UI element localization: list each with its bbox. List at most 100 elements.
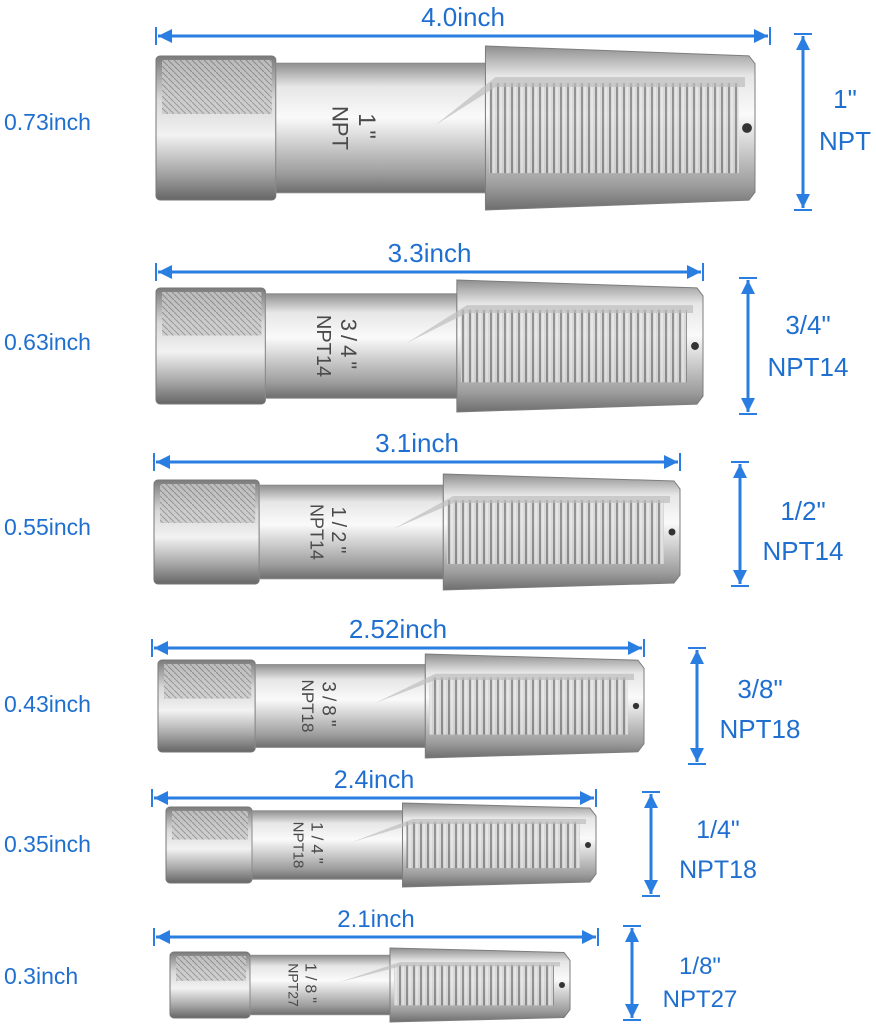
size-arrow-head-bottom <box>733 570 747 584</box>
length-arrow-head-left <box>154 791 168 805</box>
engraving: 1"NPT <box>327 106 379 150</box>
tap-body: 1"NPT <box>155 45 756 211</box>
length-arrow-head-left <box>158 29 172 43</box>
length-arrow-head-left <box>156 930 170 944</box>
flute <box>406 305 693 343</box>
tap-body: 1/4"NPT18 <box>165 802 597 888</box>
engraving: 1/2"NPT14 <box>306 504 349 560</box>
length-label: 4.0inch <box>421 2 505 32</box>
length-arrow-head-right <box>754 29 768 43</box>
size-label: 1/2" <box>780 496 825 526</box>
center-hole <box>691 342 699 350</box>
engraving-thread: NPT18 <box>289 822 306 869</box>
thread-label: NPT18 <box>720 714 801 744</box>
engraving-thread: NPT14 <box>306 504 326 560</box>
thread-grooves <box>429 677 628 735</box>
thread-label: NPT <box>819 126 871 156</box>
engraving-thread: NPT18 <box>298 680 317 733</box>
center-hole <box>632 702 640 710</box>
size-label: 1/4" <box>696 816 740 844</box>
engraving-thread: NPT27 <box>286 963 302 1007</box>
thread-label: NPT14 <box>763 536 844 566</box>
size-label: 1" <box>833 84 857 114</box>
size-arrow-head-top <box>625 928 639 942</box>
engraving: 1/4"NPT18 <box>289 822 326 869</box>
size-arrow-head-bottom <box>690 748 704 762</box>
tap-body: 3/8"NPT18 <box>157 653 645 759</box>
length-label: 2.4inch <box>334 766 415 794</box>
flute <box>435 77 745 125</box>
thread-label: NPT18 <box>679 856 757 884</box>
length-arrow-head-right <box>687 265 701 279</box>
shank <box>251 810 403 880</box>
length-arrow-head-left <box>156 455 170 469</box>
size-label: 3/4" <box>785 310 830 340</box>
diameter-label: 0.43inch <box>4 691 91 717</box>
length-arrow-head-right <box>664 455 678 469</box>
engraving-thread: NPT14 <box>312 315 334 377</box>
size-arrow-head-bottom <box>741 398 755 412</box>
flute <box>393 496 670 529</box>
length-label: 3.3inch <box>388 238 472 268</box>
engraving-size: 3/4" <box>336 319 361 373</box>
tap-body: 1/8"NPT27 <box>169 947 571 1023</box>
size-arrow-head-bottom <box>625 1004 639 1018</box>
length-arrow-head-right <box>580 791 594 805</box>
tap-body: 1/2"NPT14 <box>153 473 681 591</box>
diameter-label: 0.73inch <box>4 109 91 135</box>
square-drive-texture <box>164 664 252 699</box>
tap-body: 3/4"NPT14 <box>155 279 704 413</box>
thread-grooves <box>447 500 664 564</box>
size-arrow-head-top <box>690 650 704 664</box>
size-arrow-head-bottom <box>644 880 658 894</box>
size-label: 3/8" <box>737 674 782 704</box>
diameter-label: 0.63inch <box>4 329 91 355</box>
length-arrow-head-right <box>628 641 642 655</box>
length-label: 3.1inch <box>375 428 459 458</box>
flute <box>352 818 586 842</box>
center-hole <box>742 123 752 133</box>
shank <box>264 293 458 399</box>
shank <box>249 954 391 1016</box>
thread-grooves <box>460 309 687 383</box>
square-drive-texture <box>172 811 248 840</box>
diameter-label: 0.3inch <box>4 963 78 989</box>
square-drive-texture <box>176 956 246 981</box>
length-label: 2.52inch <box>349 614 447 644</box>
thread-grooves <box>489 82 739 174</box>
thread-label: NPT27 <box>663 986 738 1013</box>
square-drive-texture <box>162 292 262 336</box>
length-label: 2.1inch <box>337 906 414 933</box>
thread-grooves <box>406 821 580 869</box>
engraving: 1/8"NPT27 <box>286 963 319 1007</box>
size-arrow-head-top <box>796 36 810 50</box>
shank <box>258 484 444 580</box>
length-arrow-head-left <box>158 265 172 279</box>
length-arrow-head-right <box>582 930 596 944</box>
engraving-size: 3/8" <box>317 681 338 730</box>
shank <box>275 62 486 194</box>
engraving: 3/8"NPT18 <box>298 680 338 733</box>
size-label: 1/8" <box>679 953 721 980</box>
center-hole <box>668 528 676 536</box>
diameter-label: 0.55inch <box>4 514 91 540</box>
size-arrow-head-top <box>741 280 755 294</box>
thread-label: NPT14 <box>768 352 849 382</box>
center-hole <box>585 842 591 848</box>
diameter-label: 0.35inch <box>4 831 91 857</box>
engraving-size: 1/4" <box>307 822 326 868</box>
engraving: 3/4"NPT14 <box>312 315 361 377</box>
shank <box>254 664 426 748</box>
engraving-size: 1/2" <box>327 507 349 558</box>
square-drive-texture <box>160 484 256 523</box>
length-arrow-head-left <box>154 641 168 655</box>
size-arrow-head-bottom <box>796 194 810 208</box>
flute <box>375 673 634 703</box>
